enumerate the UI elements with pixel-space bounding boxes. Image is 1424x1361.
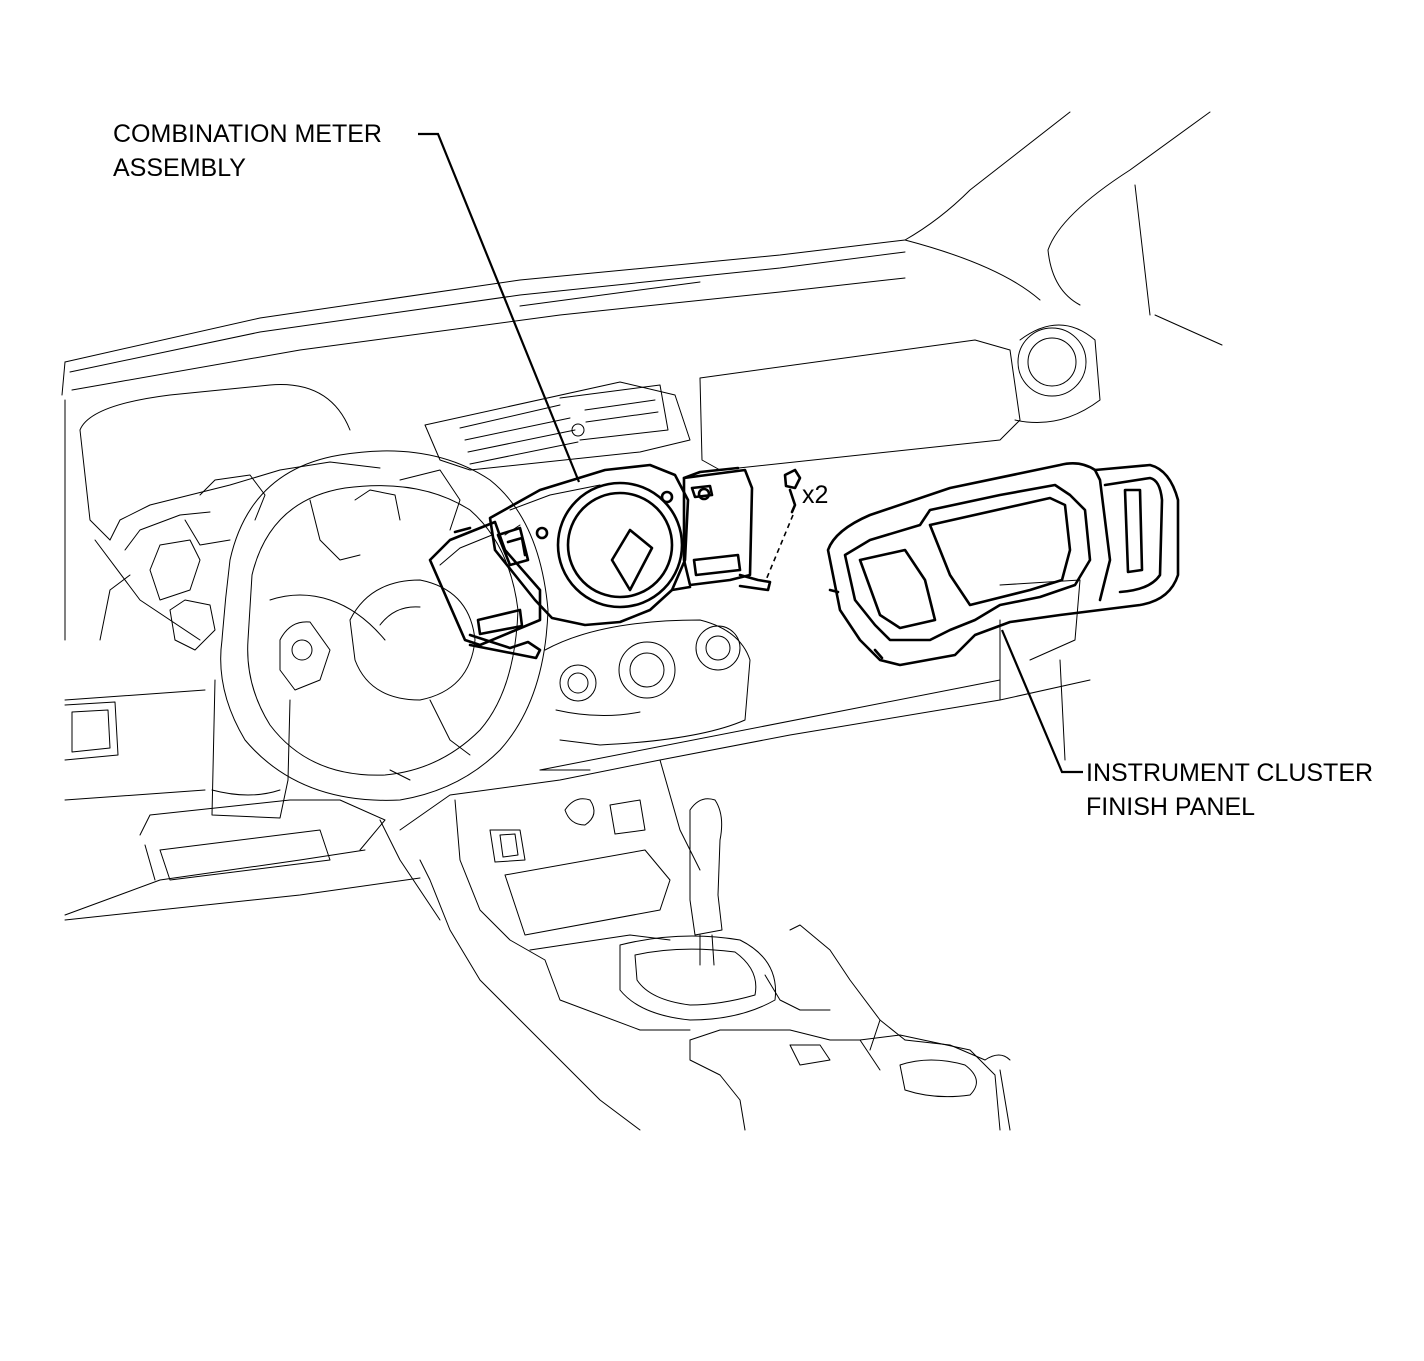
- screw-quantity-label: x2: [802, 481, 829, 509]
- leader-line-combination-meter: [418, 132, 581, 483]
- screw-icon: [765, 468, 802, 581]
- finish-panel-label-line1: INSTRUMENT CLUSTER: [1086, 759, 1374, 787]
- dashboard-outline: [61, 111, 1223, 1131]
- combination-meter-label-line1: COMBINATION METER: [113, 120, 382, 148]
- finish-panel-label: INSTRUMENT CLUSTER FINISH PANEL: [1086, 756, 1373, 824]
- combination-meter-assembly: [428, 463, 772, 660]
- combination-meter-label: COMBINATION METER ASSEMBLY: [113, 117, 382, 185]
- combination-meter-label-line2: ASSEMBLY: [113, 154, 246, 182]
- instrument-cluster-finish-panel: [826, 462, 1180, 667]
- leader-line-finish-panel: [1000, 629, 1083, 774]
- finish-panel-label-line2: FINISH PANEL: [1086, 793, 1256, 821]
